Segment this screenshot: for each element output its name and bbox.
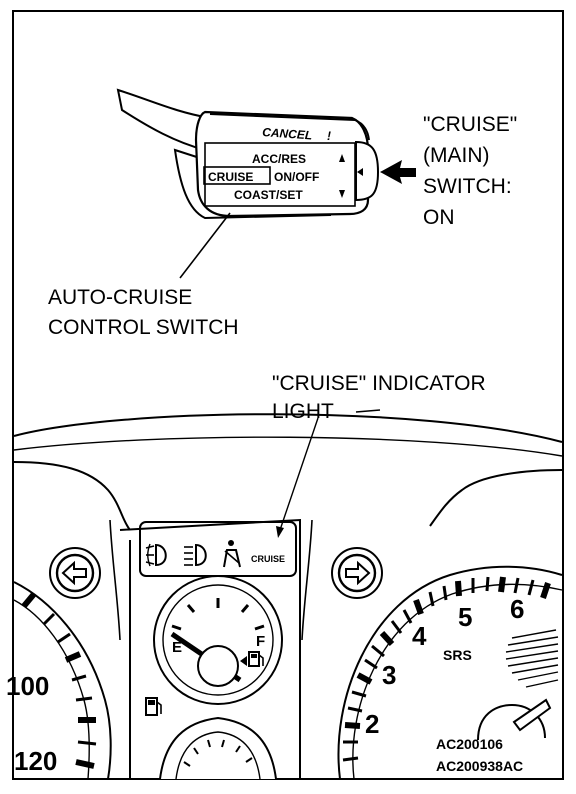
- acc-arrow-icon: [339, 154, 345, 162]
- tacho-tick-2: 2: [365, 709, 379, 739]
- lever-cancel-mark: !: [327, 129, 331, 143]
- lever-on-off-label: ON/OFF: [274, 170, 319, 184]
- main-switch-line-3: SWITCH:: [423, 175, 512, 198]
- speedo-tick-120: 120: [14, 746, 57, 776]
- srs-label: SRS: [443, 647, 472, 663]
- lever-acc-res-label: ACC/RES: [252, 152, 306, 166]
- fuel-full-label: F: [256, 633, 265, 650]
- fuel-empty-label: E: [172, 639, 182, 656]
- tacho-tick-3: 3: [382, 660, 396, 690]
- lower-gauge: [159, 716, 277, 780]
- indicator-leader-arrow: [276, 526, 284, 538]
- figure-code-2: AC200938AC: [436, 758, 523, 774]
- speedo-tick-100: 100: [6, 671, 49, 701]
- seatbelt-icon: [223, 540, 241, 568]
- knob-arrow-icon: [357, 168, 363, 176]
- lever-label-panel: [204, 142, 356, 207]
- right-turn-arrow-icon: [331, 547, 383, 599]
- indicator-leader: [279, 417, 319, 531]
- tacho-tick-5: 5: [458, 602, 472, 632]
- tacho-tick-4: 4: [412, 621, 427, 651]
- fuel-needle-hub: [197, 645, 239, 687]
- main-switch-pointer: [380, 160, 416, 184]
- red-zone-hatch: [505, 629, 559, 688]
- main-switch-callout: "CRUISE" (MAIN) SWITCH: ON: [423, 113, 517, 229]
- coast-arrow-icon: [339, 190, 345, 198]
- auto-cruise-lever: CANCEL ! ACC/RES CRUISE ON/OFF COAST/SET: [116, 88, 380, 220]
- instrument-cluster: CRUISE E F: [6, 409, 563, 780]
- front-fog-icon: [145, 543, 167, 567]
- figure-frame: [12, 10, 564, 780]
- cruise-indicator-label: CRUISE: [251, 554, 285, 564]
- control-switch-line-1: AUTO-CRUISE: [48, 286, 192, 309]
- tacho-tick-6: 6: [510, 594, 524, 624]
- cruise-main-switch-knob: [355, 140, 380, 202]
- fuel-pump-icon: [248, 651, 264, 667]
- fuel-side-arrow-icon: [240, 656, 247, 666]
- lever-coast-set-label: COAST/SET: [234, 188, 303, 202]
- headlight-icon: [184, 543, 207, 567]
- cruise-box-outline: [203, 166, 271, 185]
- lever-cruise-label: CRUISE: [208, 170, 253, 184]
- indicator-label-dash: [355, 409, 381, 413]
- main-switch-line-1: "CRUISE": [423, 113, 517, 136]
- indicator-line-1: "CRUISE" INDICATOR: [272, 372, 486, 395]
- indicator-callout: "CRUISE" INDICATOR LIGHT: [272, 372, 486, 423]
- control-switch-line-2: CONTROL SWITCH: [48, 316, 239, 339]
- low-fuel-icon: [145, 697, 162, 716]
- fuel-gauge: E F: [153, 575, 283, 705]
- lever-cancel-label: CANCEL: [262, 125, 313, 142]
- main-switch-line-2: (MAIN): [423, 144, 490, 167]
- control-switch-leader: [179, 212, 231, 279]
- figure-code-1: AC200106: [436, 736, 503, 752]
- left-turn-arrow-icon: [49, 547, 101, 599]
- tachometer: 2 3 4 5 6 SRS: [337, 565, 563, 780]
- main-switch-line-4: ON: [423, 206, 455, 229]
- speedometer: 100 120: [6, 581, 112, 780]
- tacho-needle: [512, 698, 552, 732]
- control-switch-callout: AUTO-CRUISE CONTROL SWITCH: [48, 286, 239, 339]
- indicator-line-2: LIGHT: [272, 400, 334, 423]
